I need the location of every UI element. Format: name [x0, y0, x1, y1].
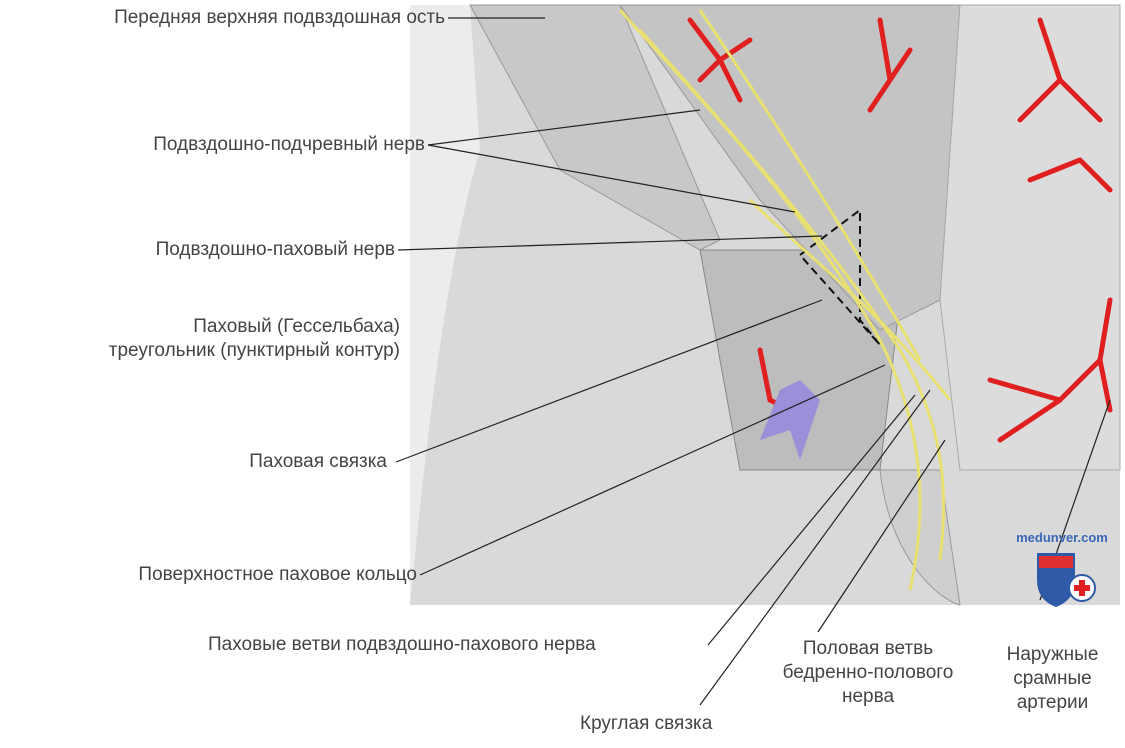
label-ilioinguinal-nerve: Подвздошно-паховый нерв — [155, 239, 395, 260]
labium — [879, 469, 961, 606]
label-line: срамные — [1013, 668, 1092, 689]
skin-area — [410, 5, 480, 605]
nerves — [618, 9, 952, 591]
label-line: бедренно-полового — [782, 662, 954, 683]
abdominal-muscles — [619, 4, 961, 331]
label-line: треугольник (пунктирный контур) — [108, 340, 400, 361]
label-iliohypogastric-nerve: Подвздошно-подчревный нерв — [153, 134, 425, 155]
label-line: Половая ветвь — [802, 638, 934, 659]
label-superficial-ring: Поверхностное паховое кольцо — [138, 564, 417, 585]
label-asis: Передняя верхняя подвздошная ость — [114, 7, 445, 28]
rectus-sheath — [939, 4, 1121, 471]
label-line: нерва — [841, 686, 895, 707]
label-external-pudendal-arteries: Наружные срамные артерии — [985, 643, 1120, 715]
svg-text:medunver.com: medunver.com — [1016, 530, 1108, 545]
label-line: Паховый (Гессельбаха) — [193, 316, 400, 337]
watermark-logo: medunver.com — [1016, 530, 1108, 607]
hesselbach-triangle-outline — [798, 208, 881, 346]
label-inguinal-branches: Паховые ветви подвздошно-пахового нерва — [208, 634, 596, 655]
label-line: Наружные — [1006, 644, 1099, 665]
label-inguinal-ligament: Паховая связка — [249, 451, 387, 472]
iliac-crest-fat — [469, 4, 721, 251]
femoral-vein — [760, 380, 820, 460]
label-line: артерии — [1016, 692, 1089, 713]
label-round-ligament: Круглая связка — [580, 713, 713, 734]
label-hesselbach-triangle: Паховый (Гессельбаха) треугольник (пункт… — [109, 315, 400, 363]
label-genital-branch: Половая ветвь бедренно-полового нерва — [768, 637, 968, 709]
